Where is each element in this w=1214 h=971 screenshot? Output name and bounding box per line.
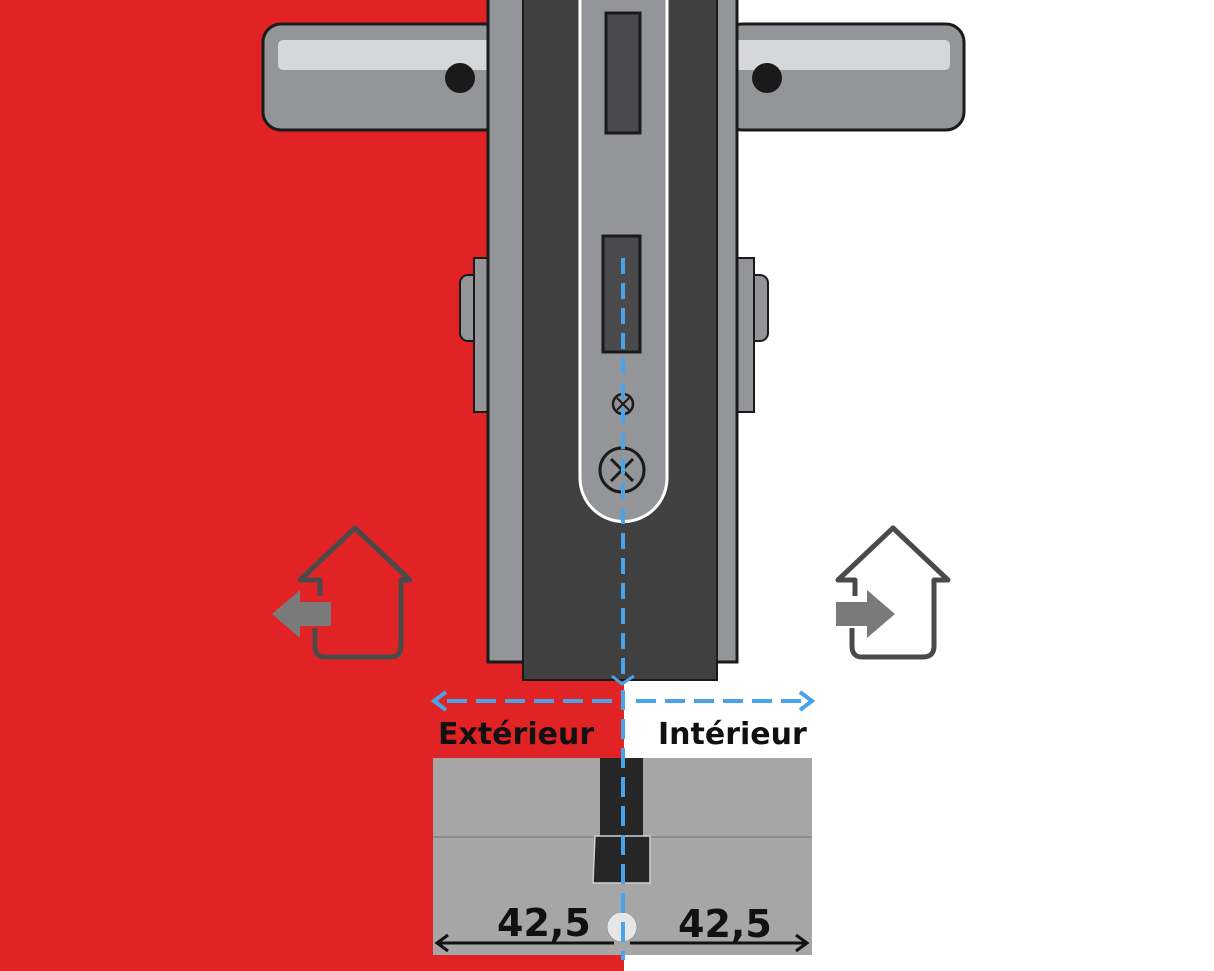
exterior-label: Extérieur [438,717,594,752]
exterior-direction-arrow [430,690,612,712]
interior-label: Intérieur [658,717,807,752]
latch-slot [604,11,642,135]
exterior-dimension-line [434,933,614,953]
left-handle [261,22,505,132]
center-guide-line [611,258,635,960]
right-handle [722,22,966,132]
interior-direction-arrow [636,690,816,712]
house-arrow-out-icon [272,525,413,660]
interior-dimension-line [630,933,810,953]
left-side-plate [459,257,491,413]
exterior-length-label: 42,5 [497,901,591,945]
interior-length-label: 42,5 [678,902,772,946]
house-arrow-in-icon [835,525,951,660]
lock-body [486,0,739,681]
